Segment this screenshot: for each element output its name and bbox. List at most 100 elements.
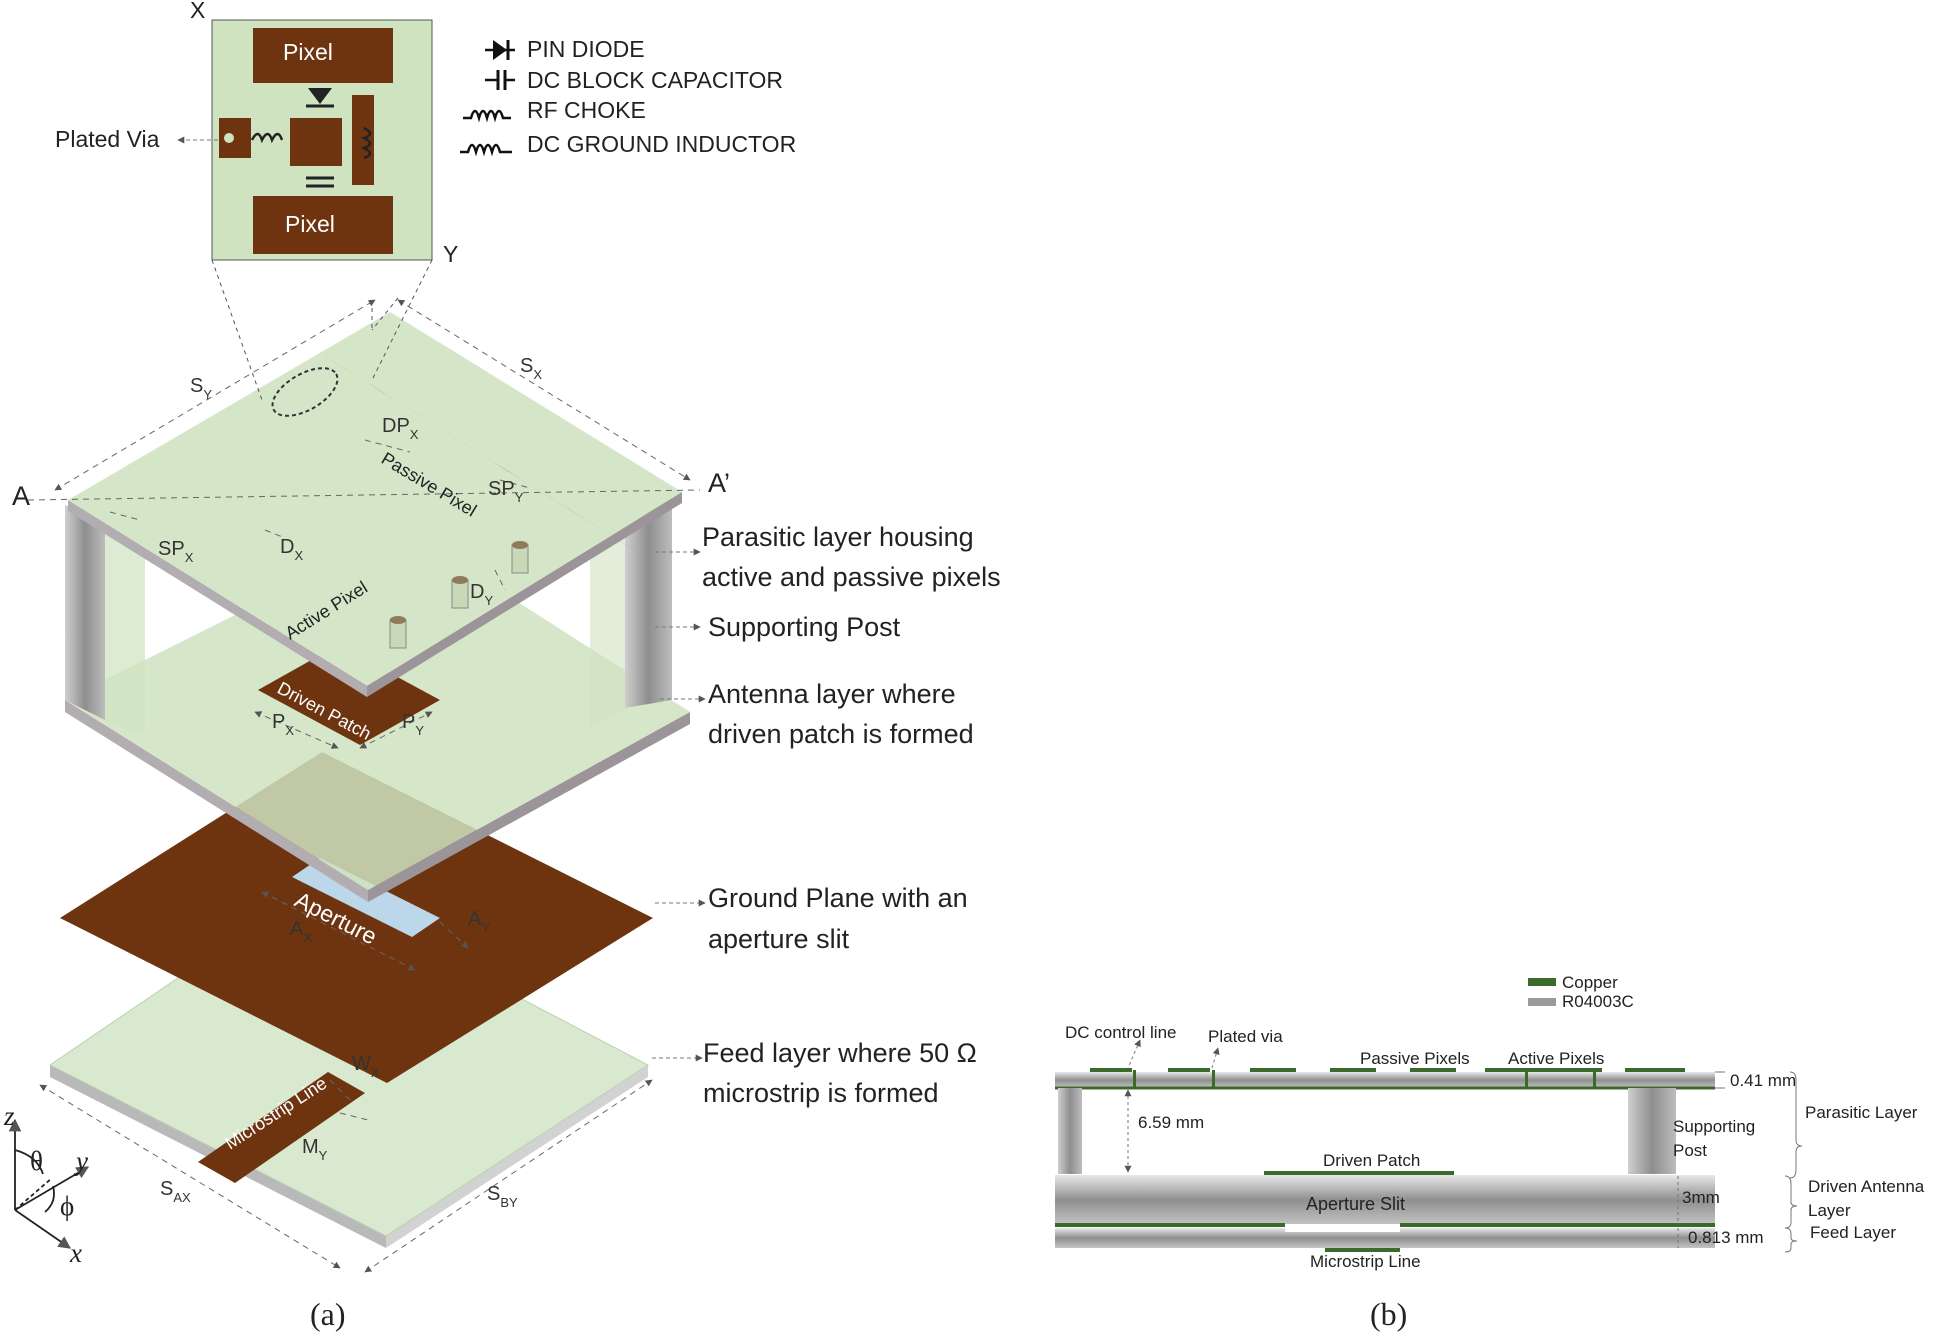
dim-px: P <box>272 711 285 733</box>
svg-text:SPY: SPY <box>488 478 524 505</box>
dim-sx: S <box>520 355 533 377</box>
callout-supporting-post: Supporting Post <box>708 612 901 642</box>
svg-text:DY: DY <box>470 581 493 608</box>
cs-driven-substrate <box>1055 1175 1715 1225</box>
cs-microstrip <box>1325 1248 1400 1252</box>
cs-plated-via: Plated via <box>1208 1027 1283 1046</box>
svg-text:SBY: SBY <box>487 1183 518 1210</box>
axis-x-label: x <box>69 1238 82 1268</box>
callout-parasitic-2: active and passive pixels <box>702 562 1001 592</box>
cs-post-left <box>1058 1088 1082 1174</box>
legend-dc-ground-inductor: DC GROUND INDUCTOR <box>527 131 796 157</box>
axis-phi-label: ϕ <box>60 1191 74 1221</box>
dim-sax-sub: AX <box>173 1190 191 1205</box>
svg-text:SY: SY <box>190 375 212 402</box>
inset-diode-icon <box>308 88 332 104</box>
caption-a: (a) <box>310 1296 346 1332</box>
dim-spx: SP <box>158 538 185 560</box>
dim-wx-sub: X <box>371 1065 380 1080</box>
cs-supporting-post-2: Post <box>1673 1141 1707 1160</box>
inset-corner-y: Y <box>443 241 458 267</box>
section-a-right: A’ <box>708 468 730 498</box>
dim-dy-sub: Y <box>484 593 493 608</box>
inset-pixel-top: Pixel <box>283 39 333 65</box>
cs-driven-antenna-layer: Driven Antenna <box>1808 1177 1925 1196</box>
axis-y-label: y <box>73 1146 88 1176</box>
cs-driven-antenna-layer-2: Layer <box>1808 1201 1851 1220</box>
inset-pixel-detail: Pixel Pixel X Y Plated Via <box>55 0 458 417</box>
component-legend: PIN DIODE DC BLOCK CAPACITOR RF CHOKE DC… <box>460 36 796 157</box>
cs-passive-pixels: Passive Pixels <box>1360 1049 1470 1068</box>
dimension-labels: SY SX DPX SPX SPY DX DY PX PY AX AY WX M… <box>12 355 730 1210</box>
svg-text:AY: AY <box>468 908 490 935</box>
svg-text:AX: AX <box>290 918 312 945</box>
dim-dy: D <box>470 581 484 603</box>
legend-rf-choke: RF CHOKE <box>527 97 646 123</box>
inset-corner-x: X <box>190 0 205 23</box>
axis-theta-label: θ <box>30 1146 43 1176</box>
dim-wx: W <box>352 1053 371 1075</box>
callout-feed-2: microstrip is formed <box>703 1078 939 1108</box>
svg-text:PX: PX <box>272 711 294 738</box>
dim-sy-sub: Y <box>203 387 212 402</box>
active-pixel <box>566 507 614 537</box>
dim-sx-sub: X <box>533 367 542 382</box>
dim-ay: A <box>468 908 482 930</box>
dim-my-sub: Y <box>319 1148 328 1163</box>
cs-microstrip-label: Microstrip Line <box>1310 1252 1421 1271</box>
legend-pin-diode: PIN DIODE <box>527 36 645 62</box>
plated-via-pins <box>389 541 529 649</box>
cs-thk-mid: 3mm <box>1682 1188 1720 1207</box>
cs-dc-control-line: DC control line <box>1065 1023 1177 1042</box>
cs-driven-patch-label: Driven Patch <box>1323 1151 1420 1170</box>
dc-block-capacitor-icon <box>485 70 515 90</box>
svg-text:DX: DX <box>280 536 303 563</box>
panel-a: Microstrip Line Aperture Driven Patch <box>3 0 1001 1332</box>
dim-spy: SP <box>488 478 515 500</box>
via-pin <box>511 541 529 574</box>
parasitic-layer <box>68 312 682 697</box>
cs-thk-top: 0.41 mm <box>1730 1071 1796 1090</box>
via-pin <box>451 576 469 609</box>
supporting-posts <box>65 495 672 735</box>
cs-driven-patch <box>1264 1171 1454 1175</box>
dimension-lines <box>27 299 701 1273</box>
dim-py: P <box>402 711 415 733</box>
panel-b: Copper R04003C <box>1055 973 1925 1332</box>
coordinate-axes <box>8 1118 90 1249</box>
inset-pixel-bottom: Pixel <box>285 211 335 237</box>
callout-parasitic-1: Parasitic layer housing <box>702 522 974 552</box>
callout-ground-2: aperture slit <box>708 924 850 954</box>
via-pin <box>389 616 407 649</box>
cs-post-right <box>1628 1088 1676 1174</box>
legend-substrate: R04003C <box>1562 992 1634 1011</box>
passive-pixel <box>562 505 617 539</box>
dim-dpx: DP <box>382 415 410 437</box>
cs-height-gap: 6.59 mm <box>1138 1113 1204 1132</box>
svg-text:SX: SX <box>520 355 542 382</box>
rf-choke-icon <box>463 109 511 123</box>
callout-feed-1: Feed layer where 50 Ω <box>703 1038 977 1068</box>
cs-top-pixels <box>1090 1068 1685 1088</box>
dim-sby: S <box>487 1183 500 1205</box>
cs-aperture-slit <box>1285 1224 1400 1232</box>
axis-z-label: z <box>3 1101 15 1131</box>
cs-supporting-post: Supporting <box>1673 1117 1755 1136</box>
caption-b: (b) <box>1370 1296 1407 1332</box>
section-a-left: A <box>12 481 30 511</box>
legend-dc-block-capacitor: DC BLOCK CAPACITOR <box>527 67 783 93</box>
svg-text:PY: PY <box>402 711 424 738</box>
callout-antenna-1: Antenna layer where <box>708 679 956 709</box>
dim-px-sub: X <box>285 723 294 738</box>
svg-text:MY: MY <box>302 1136 328 1163</box>
active-pixel <box>604 531 652 561</box>
callout-ground-1: Ground Plane with an <box>708 883 968 913</box>
cs-parasitic-substrate <box>1055 1072 1715 1088</box>
cs-parasitic-layer: Parasitic Layer <box>1805 1103 1918 1122</box>
cs-active-pixels: Active Pixels <box>1508 1049 1604 1068</box>
dc-ground-inductor-icon <box>460 143 512 157</box>
pin-diode-icon <box>485 40 515 60</box>
dim-sax: S <box>160 1178 173 1200</box>
dim-sby-sub: BY <box>500 1195 518 1210</box>
